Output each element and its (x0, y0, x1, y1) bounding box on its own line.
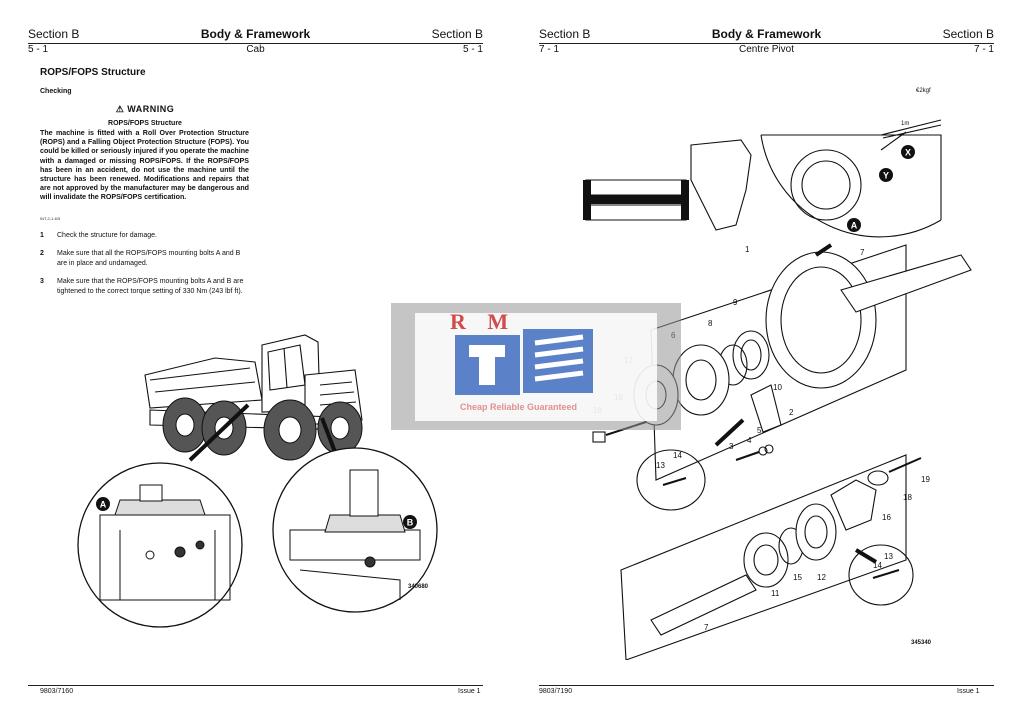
part-number: 1 (745, 245, 750, 254)
callout-x (901, 145, 915, 159)
right-header-title: Body & Framework (711, 27, 822, 41)
warning-label: WARNING (127, 104, 175, 114)
part-number: 10 (773, 383, 782, 392)
part-number: 7 (704, 623, 709, 632)
left-footer-doc: 9803/7160 (40, 688, 74, 695)
part-number: 19 (921, 475, 930, 484)
part-number: 3 (729, 442, 734, 451)
figure-code: 345340 (911, 640, 932, 646)
part-number: 5 (757, 426, 762, 435)
right-footer-doc: 9803/7190 (539, 688, 573, 695)
torque-label: €2kgf (916, 88, 931, 94)
warning-heading: ⚠ WARNING (40, 104, 250, 115)
left-page-number-right: 5 - 1 (462, 44, 483, 55)
figure-code: 340680 (408, 584, 429, 590)
step-number: 1 (40, 232, 44, 239)
callout-a-label: A (100, 500, 107, 510)
part-number: 13 (884, 552, 893, 561)
part-number: 14 (873, 561, 882, 570)
watermark-logo-icon (455, 329, 593, 395)
part-number: 15 (793, 573, 802, 582)
part-number: 16 (882, 513, 891, 522)
part-number: 12 (817, 573, 826, 582)
right-page-number-right: 7 - 1 (973, 44, 994, 55)
callout-b-label: B (407, 518, 414, 528)
subheading: Checking (40, 88, 72, 95)
part-number: 11 (771, 589, 780, 598)
part-number: 8 (708, 319, 713, 328)
left-footer-rule (28, 685, 483, 686)
left-page-number: 5 - 1 (28, 44, 49, 55)
warning-reference: INT-2-1-6/5 (40, 216, 61, 221)
right-page-number: 7 - 1 (539, 44, 560, 55)
part-number: 2 (789, 408, 794, 417)
right-section-right: Section B (942, 27, 994, 41)
watermark-letters: R M (450, 309, 517, 334)
part-number: 4 (747, 436, 752, 445)
left-header-rule (28, 43, 483, 44)
right-section: Section B (539, 27, 591, 41)
callout-y-label: Y (883, 171, 889, 181)
callout-a-label: A (851, 221, 858, 231)
callout-x-label: X (905, 148, 911, 158)
part-number: 18 (903, 493, 912, 502)
left-page: Section B Body & Framework Section B 5 -… (28, 27, 483, 695)
warning-icon: ⚠ (115, 104, 125, 114)
step-number: 2 (40, 250, 44, 257)
part-number: 9 (733, 298, 738, 307)
right-footer-issue: Issue 1 (957, 688, 980, 695)
right-subtitle: Centre Pivot (738, 44, 795, 55)
warning-body: The machine is fitted with a Roll Over P… (40, 129, 249, 202)
part-number: 13 (656, 461, 665, 470)
step-text: Make sure that all the ROPS/FOPS mountin… (57, 250, 241, 267)
step-text: Make sure that the ROPS/FOPS mounting bo… (57, 278, 244, 295)
callout-y (879, 168, 893, 182)
watermark-tagline: Cheap Reliable Guaranteed (460, 402, 578, 412)
warning-title: ROPS/FOPS Structure (108, 120, 182, 127)
part-number: 14 (673, 451, 682, 460)
step-item: 3 Make sure that the ROPS/FOPS mounting … (40, 277, 250, 296)
right-footer-rule (539, 685, 994, 686)
left-footer-issue: Issue 1 (458, 688, 481, 695)
left-subtitle: Cab (246, 44, 265, 55)
distance-label: 1m (901, 121, 909, 127)
dump-truck-illustration: A B (77, 334, 438, 628)
left-header-title: Body & Framework (200, 27, 311, 41)
section-heading: ROPS/FOPS Structure (40, 67, 146, 78)
step-number: 3 (40, 278, 44, 285)
callout-b (403, 515, 417, 529)
left-section-right: Section B (431, 27, 483, 41)
step-item: 1 Check the structure for damage. (40, 231, 250, 241)
right-header-rule (539, 43, 994, 44)
part-number: 7 (860, 248, 865, 257)
callout-a (847, 218, 861, 232)
callout-a (96, 497, 110, 511)
left-section: Section B (28, 27, 80, 41)
step-item: 2 Make sure that all the ROPS/FOPS mount… (40, 249, 250, 268)
step-text: Check the structure for damage. (57, 232, 157, 239)
